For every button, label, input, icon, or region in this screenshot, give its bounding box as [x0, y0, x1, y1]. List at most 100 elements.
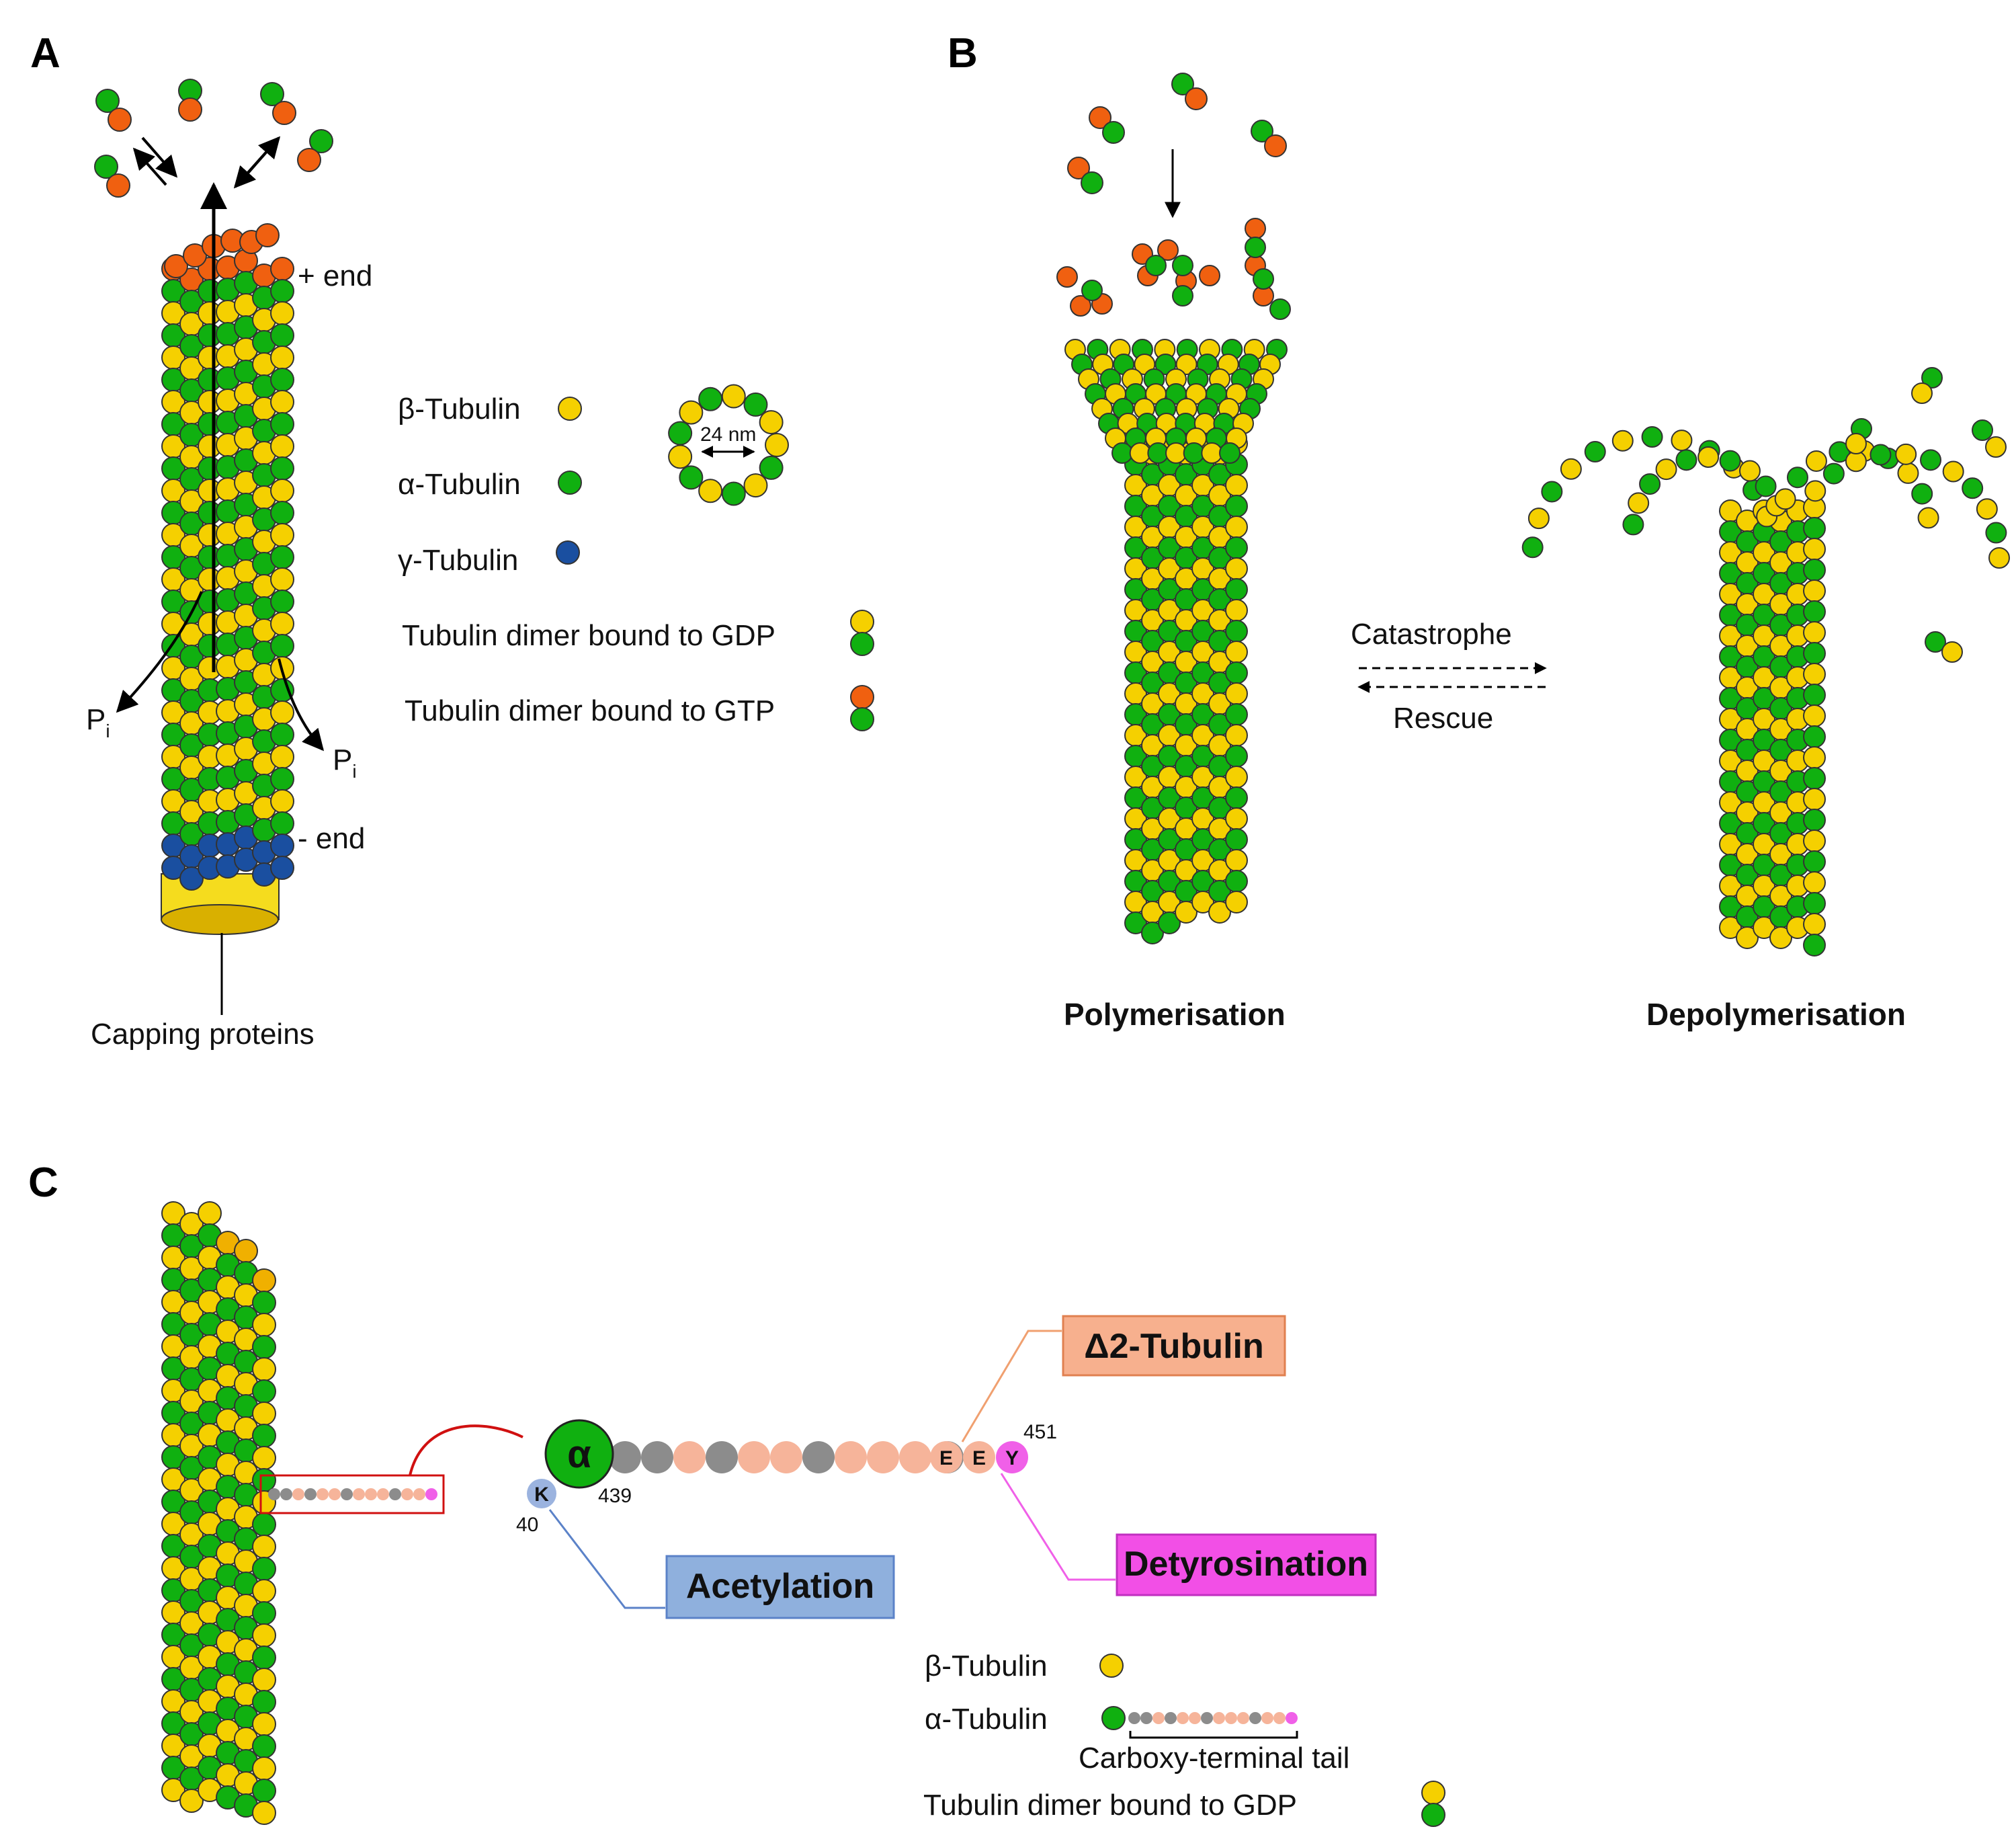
tubulin-subunit — [198, 1201, 222, 1225]
protofilament-subunit — [1622, 514, 1644, 536]
tail-bracket — [1129, 1731, 1298, 1739]
tail-residue — [1225, 1712, 1237, 1724]
panel-b-letter: B — [948, 30, 978, 77]
tubulin-subunit — [1158, 911, 1181, 934]
microtubule-c — [161, 1201, 276, 1825]
tail-residue — [280, 1488, 292, 1500]
tubulin-subunit — [270, 590, 294, 614]
protofilament-subunit — [1786, 466, 1808, 489]
acetylation-box — [665, 1555, 895, 1619]
acetylation-label: Acetylation — [686, 1567, 874, 1606]
tubulin-subunit — [1225, 724, 1248, 747]
tubulin-subunit — [252, 1512, 276, 1537]
ring-subunit — [759, 455, 784, 480]
tubulin-subunit — [1803, 600, 1826, 623]
tubulin-subunit — [179, 1789, 204, 1813]
legend-gtp-label: Tubulin dimer bound to GTP — [405, 694, 775, 727]
tubulin-subunit — [270, 456, 294, 481]
tubulin-subunit — [270, 390, 294, 414]
tail-residue — [1249, 1712, 1261, 1724]
protofilament-subunit — [1527, 507, 1550, 530]
protofilament-subunit — [1917, 507, 1939, 529]
tubulin-subunit — [1225, 557, 1248, 580]
protofilament-subunit — [1697, 446, 1720, 469]
panel-a-letter: A — [30, 30, 60, 77]
tubulin-subunit — [270, 567, 294, 592]
tubulin-subunit — [252, 1734, 276, 1758]
alpha-symbol: α — [567, 1432, 591, 1476]
tail-residue — [292, 1488, 304, 1500]
tubulin-subunit — [1803, 767, 1826, 790]
protofilament-subunit — [1671, 430, 1693, 452]
tubulin-subunit — [1225, 620, 1248, 643]
tail-residue — [673, 1441, 706, 1473]
tail-residue — [1237, 1712, 1249, 1724]
tubulin-subunit — [1165, 442, 1187, 464]
ring-subunit — [743, 473, 768, 498]
tubulin-subunit — [1803, 704, 1826, 727]
tubulin-subunit — [252, 1756, 276, 1781]
tubulin-subunit — [252, 1535, 276, 1559]
tail-residue — [268, 1488, 280, 1500]
tubulin-subunit — [270, 479, 294, 503]
legend-beta-label: β-Tubulin — [398, 393, 521, 425]
tubulin-subunit — [1803, 559, 1826, 581]
tubulin-subunit — [1208, 901, 1231, 924]
tyrosine-label: Y — [1005, 1447, 1019, 1469]
phosphate-release-arrow-left — [116, 591, 203, 713]
residue-451-label: 451 — [1023, 1421, 1057, 1443]
tubulin-subunit — [1803, 809, 1826, 831]
lysine-residue — [527, 1479, 556, 1508]
delta2-connector — [961, 1330, 1062, 1442]
tubulin-subunit — [252, 1401, 276, 1426]
tubulin-subunit — [252, 1424, 276, 1448]
protofilament-subunit — [1611, 430, 1634, 452]
tail-residue — [413, 1488, 425, 1500]
free-dimer-subunit — [297, 148, 321, 172]
tubulin-subunit — [1803, 579, 1826, 602]
panel-a: A Pi Pi + end - end Capping proteins — [30, 30, 874, 1051]
free-dimer-subunit — [1102, 121, 1125, 144]
plus-end-label: + end — [298, 259, 372, 292]
zoom-connector — [409, 1424, 523, 1476]
ring-subunit — [679, 465, 704, 490]
tubulin-subunit — [1191, 891, 1214, 913]
tubulin-subunit — [1225, 516, 1248, 538]
tail-residue — [1273, 1712, 1286, 1724]
tail-residue — [835, 1441, 867, 1473]
gdp-dimer-icon-c — [1421, 1781, 1445, 1827]
tubulin-subunit — [1225, 745, 1248, 768]
tubulin-subunit — [1753, 916, 1775, 939]
free-dimer-subunit — [1921, 367, 1943, 389]
protofilament-subunit — [1584, 441, 1606, 463]
tubulin-subunit — [1803, 913, 1826, 936]
free-dimer-subunit — [309, 129, 333, 153]
ring-subunit — [679, 400, 704, 425]
tubulin-subunit — [1147, 442, 1169, 464]
tubulin-subunit — [1124, 911, 1147, 934]
tubulin-subunit — [1175, 354, 1198, 375]
free-dimer-subunit — [1081, 171, 1103, 194]
tubulin-subunit — [1145, 255, 1167, 276]
tubulin-subunit — [252, 1313, 276, 1337]
tubulin-subunit — [1070, 295, 1091, 317]
protofilament-subunit — [1560, 458, 1582, 480]
ring-subunit — [721, 481, 746, 506]
alpha-tubulin-icon — [558, 471, 582, 495]
delta2-label: Δ2-Tubulin — [1084, 1327, 1263, 1366]
tubulin-subunit — [1225, 578, 1248, 601]
protofilament-subunit — [1911, 483, 1933, 505]
tubulin-subunit — [1245, 237, 1266, 258]
tail-residue — [738, 1441, 770, 1473]
microtubule-a — [161, 223, 294, 891]
ring-subunit — [668, 421, 693, 446]
tubulin-subunit — [1253, 268, 1274, 290]
tubulin-subunit — [1803, 746, 1826, 769]
ring-subunit — [698, 479, 723, 503]
free-dimer-subunit — [1185, 87, 1208, 110]
protofilament-subunit — [1628, 492, 1650, 514]
panel-b: B Catastrophe Rescue Polymerisation Depo… — [948, 30, 2010, 1032]
protofilament-subunit — [1675, 449, 1697, 471]
protofilament-subunit — [1755, 475, 1777, 497]
free-dimer-subunit — [1089, 106, 1111, 129]
